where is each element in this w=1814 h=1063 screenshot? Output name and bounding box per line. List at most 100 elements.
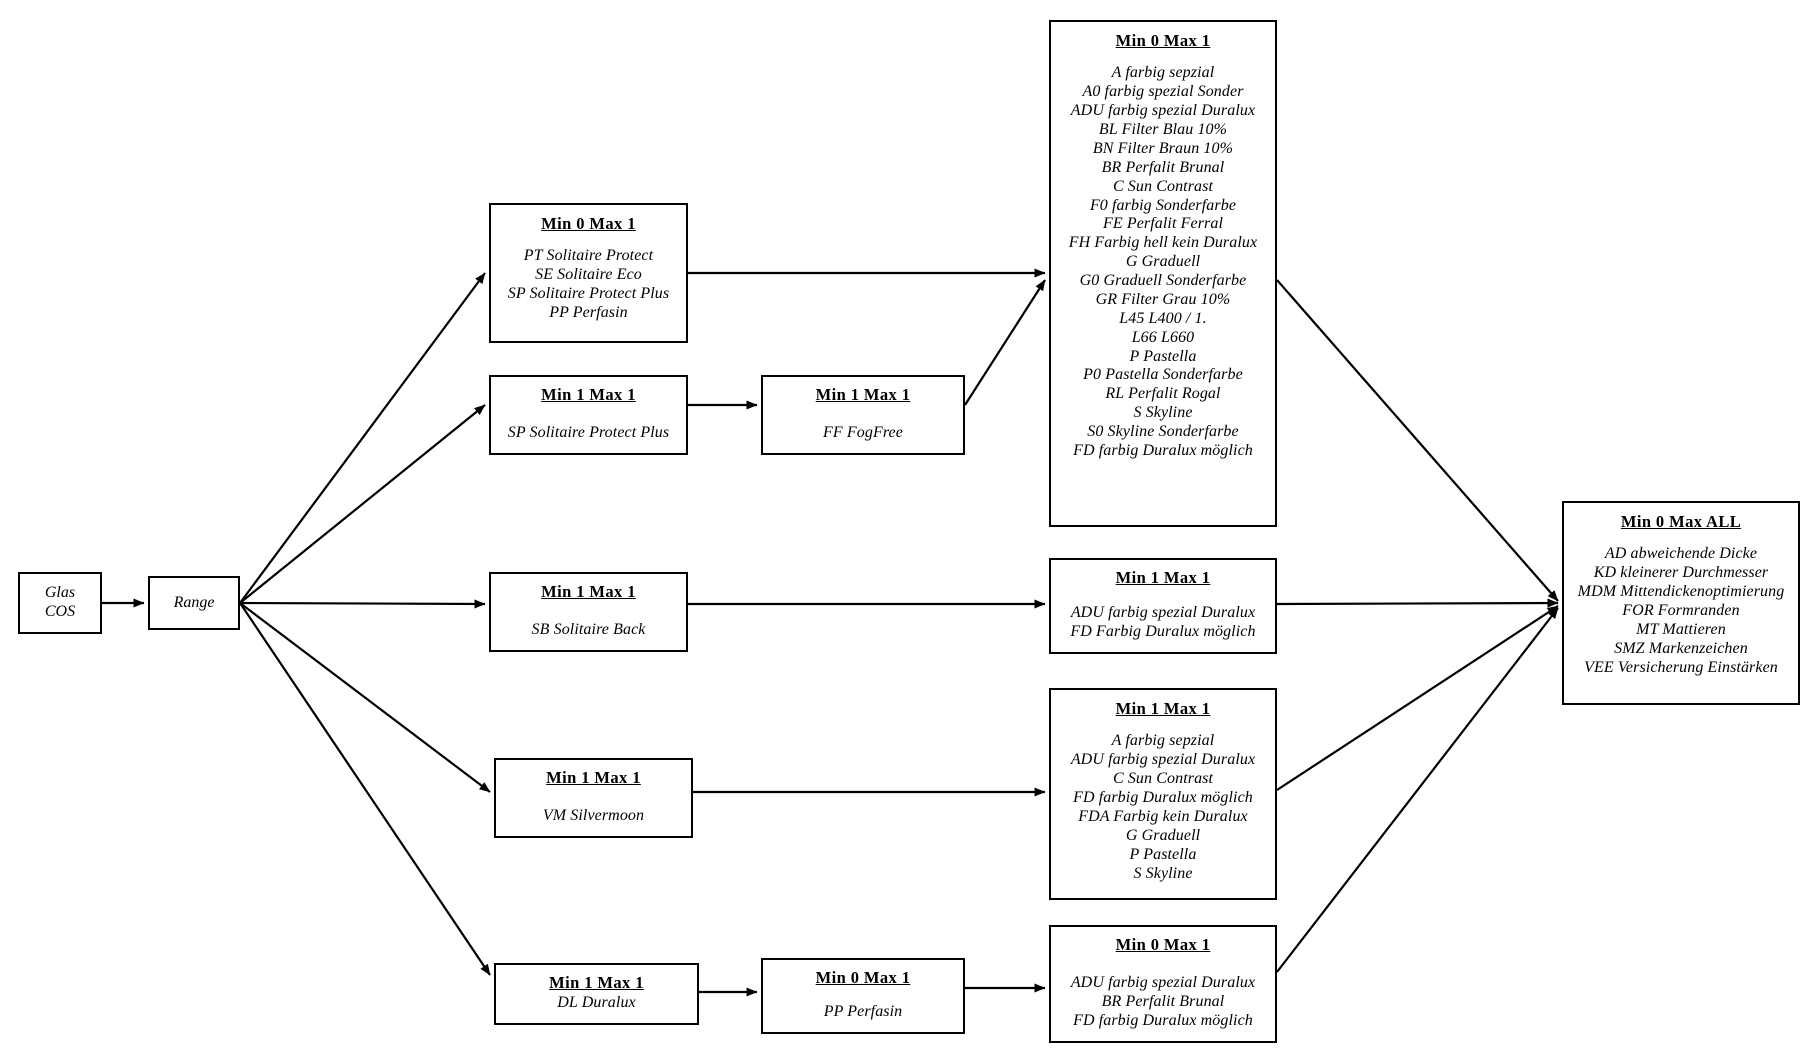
node-item: MT Mattieren — [1636, 620, 1726, 638]
node-range[interactable]: Range — [148, 576, 240, 630]
node-item: ADU farbig spezial Duralux — [1070, 751, 1256, 769]
node-item: FD farbig Duralux möglich — [1073, 1012, 1253, 1030]
node-item: ADU farbig spezial Duralux — [1070, 974, 1256, 992]
node-item-list: SB Solitaire Back — [532, 621, 646, 640]
node-body: Min 1 Max 1 DL Duralux — [496, 965, 697, 1023]
node-item: C Sun Contrast — [1112, 770, 1214, 788]
node-item-list: DL Duralux — [557, 994, 636, 1013]
node-header: Min 0 Max 1 — [541, 214, 636, 233]
node-item: S Skyline — [1133, 404, 1193, 422]
node-item: FH Farbig hell kein Duralux — [1068, 234, 1258, 252]
node-item: A farbig sepzial — [1111, 732, 1215, 750]
node-item: BR Perfalit Brunal — [1101, 993, 1225, 1011]
node-item: BN Filter Braun 10% — [1092, 139, 1234, 157]
edge-grp-colors-big-to-grp-extras — [1276, 279, 1559, 602]
edge-range-to-grp-sp-protect-plus — [239, 404, 486, 604]
node-item: A0 farbig spezial Sonder — [1082, 83, 1244, 101]
node-item: SP Solitaire Protect Plus — [507, 424, 670, 442]
node-header: Min 1 Max 1 — [1115, 568, 1211, 587]
node-item-list: FF FogFree — [823, 424, 903, 443]
edge-range-to-grp-silvermoon — [239, 602, 491, 793]
node-item: G Graduell — [1125, 253, 1201, 271]
edge-range-to-grp-solitaire-back — [239, 599, 486, 609]
node-header: Min 1 Max 1 — [549, 973, 644, 992]
node-grp-fogfree[interactable]: Min 1 Max 1 FF FogFree — [761, 375, 965, 455]
node-item: DL Duralux — [557, 994, 636, 1012]
node-item: SE Solitaire Eco — [535, 266, 642, 284]
node-item: PP Perfasin — [549, 304, 628, 322]
node-item: P Pastella — [1129, 347, 1197, 365]
node-header: Min 1 Max 1 — [546, 768, 641, 787]
node-item: PP Perfasin — [823, 1003, 903, 1021]
node-header: Min 0 Max 1 — [1115, 935, 1211, 954]
node-item: F0 farbig Sonderfarbe — [1089, 196, 1237, 214]
node-item: FD farbig Duralux möglich — [1073, 789, 1253, 807]
node-item: RL Perfalit Rogal — [1105, 385, 1221, 403]
node-grp-solitaire-back[interactable]: Min 1 Max 1 SB Solitaire Back — [489, 572, 688, 652]
node-header: Min 0 Max 1 — [1115, 31, 1211, 50]
node-item: FD farbig Duralux möglich — [1073, 441, 1253, 459]
edge-range-to-grp-duralux — [239, 602, 491, 976]
node-body: Min 1 Max 1 FF FogFree — [763, 377, 963, 453]
node-item: SMZ Markenzeichen — [1614, 639, 1748, 657]
edge-grp-silvermoon-colors-to-grp-extras — [1276, 605, 1559, 791]
node-item: PT Solitaire Protect — [523, 247, 654, 265]
node-item: SP Solitaire Protect Plus — [507, 285, 670, 303]
node-header: Min 1 Max 1 — [541, 582, 636, 601]
node-item: FDA Farbig kein Duralux — [1078, 807, 1248, 825]
node-item-list: SP Solitaire Protect Plus — [508, 424, 669, 443]
node-header: Min 1 Max 1 — [815, 385, 911, 404]
node-item: SB Solitaire Back — [531, 621, 646, 639]
node-item: MDM Mittendickenoptimierung — [1577, 583, 1785, 601]
node-label: Glas — [44, 584, 76, 602]
node-grp-duralux[interactable]: Min 1 Max 1 DL Duralux — [494, 963, 699, 1025]
edge-grp-fogfree-to-grp-colors-big — [964, 279, 1046, 406]
node-item: GR Filter Grau 10% — [1095, 290, 1231, 308]
edge-grp-back-colors-to-grp-extras — [1276, 598, 1559, 608]
node-header: Min 0 Max ALL — [1620, 512, 1742, 531]
node-item: FF FogFree — [823, 424, 903, 442]
node-item: VEE Versicherung Einstärken — [1584, 658, 1778, 676]
node-label: Range — [173, 593, 215, 611]
node-grp-silvermoon[interactable]: Min 1 Max 1 VM Silvermoon — [494, 758, 693, 838]
node-item: BR Perfalit Brunal — [1101, 158, 1225, 176]
node-item: C Sun Contrast — [1112, 177, 1214, 195]
node-body: Min 1 Max 1 SB Solitaire Back — [491, 574, 686, 650]
node-item: BL Filter Blau 10% — [1098, 121, 1228, 139]
node-item-list: VM Silvermoon — [543, 807, 644, 826]
node-item: S0 Skyline Sonderfarbe — [1087, 423, 1239, 441]
node-item: VM Silvermoon — [542, 807, 645, 825]
node-item: A farbig sepzial — [1111, 64, 1215, 82]
node-label: COS — [44, 603, 76, 620]
node-body: Min 1 Max 1 VM Silvermoon — [496, 760, 691, 836]
node-item: P0 Pastella Sonderfarbe — [1083, 366, 1243, 384]
node-item: G0 Graduell Sonderfarbe — [1079, 272, 1247, 290]
node-item: FD Farbig Duralux möglich — [1070, 623, 1256, 641]
node-item: G Graduell — [1125, 826, 1201, 844]
node-item: ADU farbig spezial Duralux — [1070, 604, 1256, 622]
node-item: L45 L400 / 1. — [1119, 309, 1207, 327]
node-item: KD kleinerer Durchmesser — [1593, 564, 1769, 582]
